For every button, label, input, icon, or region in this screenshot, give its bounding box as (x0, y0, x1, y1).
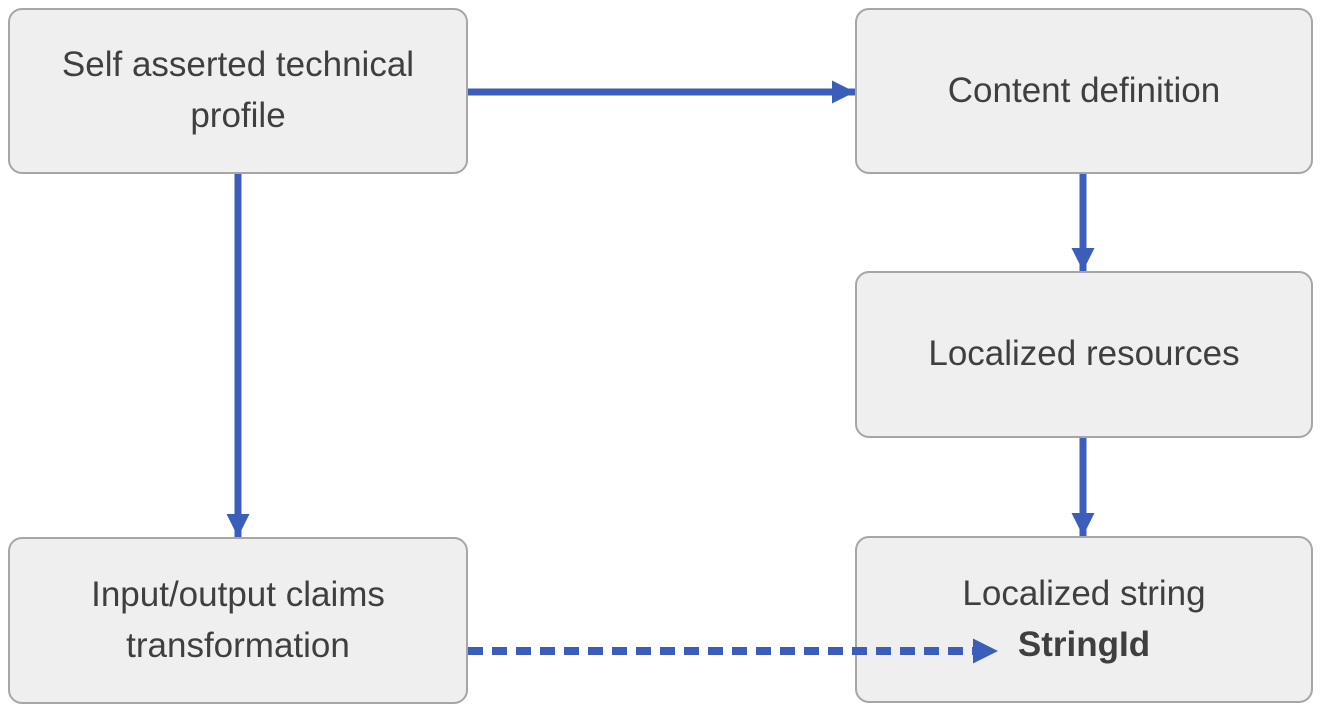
node-localized-string-stringid: Localized string StringId (855, 536, 1313, 703)
node-label-line: transformation (126, 625, 350, 665)
node-label-line: Input/output claims (91, 574, 385, 614)
node-localized-resources: Localized resources (855, 271, 1313, 438)
node-label-line: Content definition (947, 70, 1221, 110)
node-label-line: Localized resources (928, 334, 1240, 374)
node-label-line: Localized string (962, 573, 1206, 613)
node-label-line: profile (190, 96, 286, 135)
node-self-asserted-technical-profile: Self asserted technical profile (8, 8, 468, 174)
node-content-definition: Content definition (855, 8, 1313, 174)
node-input-output-claims-transformation: Input/output claims transformation (8, 537, 468, 704)
node-label-stringid: StringId (1017, 624, 1151, 664)
node-label-line: Self asserted technical (61, 45, 415, 85)
